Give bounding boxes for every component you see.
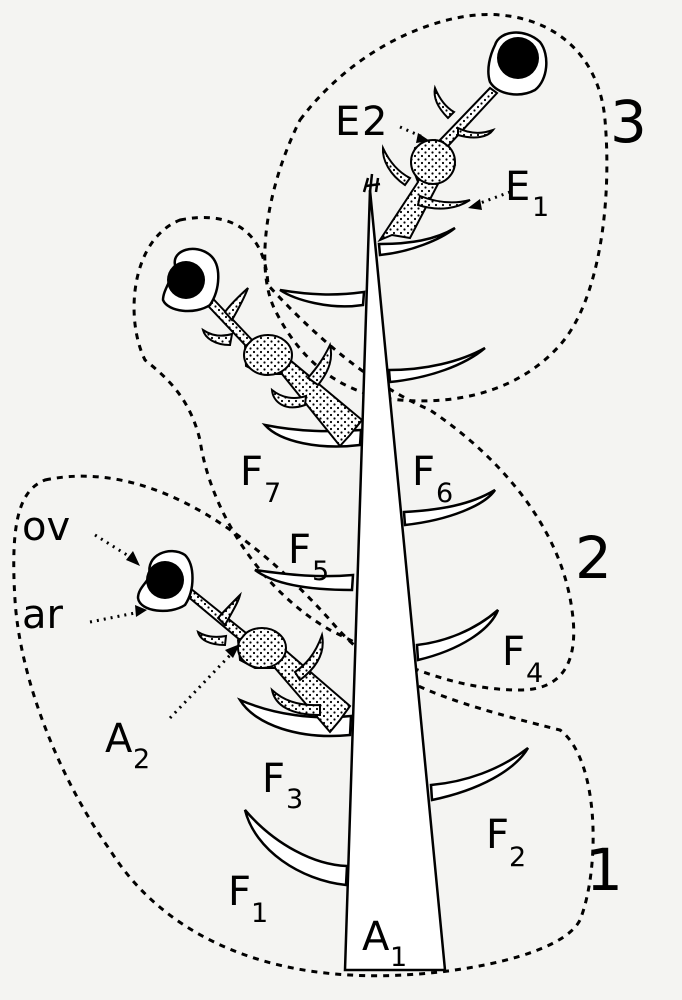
ovule-3: [497, 37, 539, 79]
pointer-a2-head: [225, 644, 240, 658]
branch-upper-node: [410, 139, 456, 185]
branch-upper-pedicel: [438, 86, 499, 148]
zone-label-1: 1: [586, 836, 623, 904]
pointer-ar-head: [135, 605, 147, 617]
pointer-a2: [168, 648, 237, 720]
label-a2: A: [105, 716, 133, 762]
label-e2: E: [335, 99, 360, 145]
label-f6: F: [412, 449, 435, 495]
label-e1-sub: 1: [532, 192, 549, 223]
branch-mid-bract-1: [270, 387, 308, 409]
zone-label-3: 3: [610, 88, 647, 156]
branch-upper-bract-4: [433, 84, 456, 120]
label-f1-sub: 1: [251, 898, 268, 929]
leaf-f2: [429, 747, 530, 802]
label-ov: ov: [22, 504, 70, 550]
branch-upper-bract-1: [416, 194, 471, 210]
apex-tuft: [362, 173, 381, 193]
leaf-f1: [243, 809, 349, 887]
label-e2-sub: 2: [362, 99, 387, 145]
leaf-upper-right-1: [387, 346, 486, 384]
label-f1: F: [228, 869, 251, 915]
zone-2-boundary: [132, 216, 576, 692]
label-ar: ar: [22, 592, 64, 638]
pointer-ar: [89, 610, 141, 624]
label-f2-sub: 2: [509, 842, 526, 873]
main-axis-a1: [343, 189, 447, 972]
label-f5: F: [288, 527, 311, 573]
leaf-upper-left: [279, 288, 366, 308]
label-a2-sub: 2: [133, 744, 150, 775]
branch-mid-bract-4: [223, 287, 249, 322]
leaf-f5: [254, 568, 355, 592]
branch-mid-node: [243, 334, 293, 376]
leaf-f4: [415, 609, 500, 662]
label-f4: F: [502, 629, 525, 675]
zone-1-boundary: [12, 474, 595, 978]
pointer-ov: [94, 533, 136, 562]
label-a1-sub: 1: [390, 942, 407, 973]
label-e1: E: [505, 164, 530, 210]
branch-mid-bract-2: [306, 341, 333, 387]
label-f6-sub: 6: [436, 478, 453, 509]
ovule-1: [146, 561, 184, 599]
branch-upper-bract-2: [381, 144, 412, 187]
label-f4-sub: 4: [526, 658, 543, 689]
label-f3: F: [262, 756, 285, 802]
branch-a2-bract-1: [270, 687, 321, 717]
pointer-ov-head: [126, 551, 140, 566]
label-a1: A: [362, 914, 390, 960]
label-f7: F: [240, 449, 263, 495]
branch-mid-bract-3: [201, 327, 234, 347]
branch-a2-bract-2: [293, 631, 324, 682]
leaf-upper-right-2: [377, 226, 456, 257]
zone-3-boundary: [263, 12, 609, 403]
branch-upper-bract-3: [457, 126, 496, 139]
zone-label-2: 2: [575, 524, 612, 592]
branch-a2-bract-3: [196, 629, 228, 647]
label-f5-sub: 5: [312, 556, 329, 587]
leaf-f6: [402, 488, 497, 527]
branch-a2-bract-4: [216, 591, 242, 627]
label-f3-sub: 3: [286, 784, 303, 815]
pointer-e1-head: [468, 199, 482, 210]
label-f2: F: [486, 812, 509, 858]
label-f7-sub: 7: [264, 478, 281, 509]
ovule-2: [167, 261, 205, 299]
pointer-e2-head: [416, 133, 430, 143]
